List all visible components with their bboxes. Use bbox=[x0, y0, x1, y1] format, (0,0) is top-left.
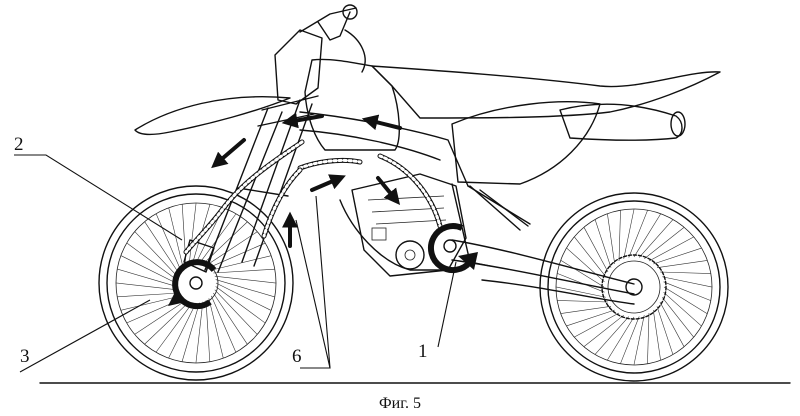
wheel-spoke bbox=[594, 316, 630, 355]
wheel-spoke bbox=[659, 271, 711, 274]
wheel-spoke bbox=[647, 312, 650, 364]
wheel-spoke bbox=[211, 255, 272, 271]
wheel-spoke bbox=[648, 236, 694, 262]
wheel-spoke bbox=[117, 292, 179, 298]
wheel-spoke bbox=[213, 268, 275, 274]
wheel-spoke bbox=[623, 208, 635, 259]
wheel-spoke bbox=[168, 207, 184, 268]
wheel-spoke bbox=[557, 273, 605, 293]
wheel-spoke bbox=[662, 276, 713, 288]
wheel-spoke bbox=[215, 286, 266, 324]
wheel-spoke bbox=[566, 247, 605, 283]
wheel-spoke bbox=[661, 297, 694, 338]
wheel-spoke bbox=[168, 302, 197, 359]
wheel-spoke bbox=[560, 259, 605, 288]
wheel-spoke bbox=[214, 289, 258, 335]
wheel-spoke bbox=[134, 231, 178, 277]
frame bbox=[299, 111, 531, 271]
front-rotation-arrow bbox=[168, 259, 217, 310]
wheel-spoke bbox=[557, 300, 609, 303]
wheel-spoke bbox=[594, 219, 612, 268]
label-1: 1 bbox=[418, 341, 428, 362]
wheel-spoke bbox=[659, 301, 685, 347]
wheel-spoke bbox=[606, 316, 635, 361]
wheel-spoke bbox=[195, 301, 204, 364]
wheel-spoke bbox=[652, 309, 661, 361]
rear-shock bbox=[469, 185, 529, 231]
leader-lines bbox=[14, 154, 457, 373]
flow-arrows bbox=[211, 112, 402, 248]
wheel-spoke bbox=[656, 260, 708, 269]
wheel-spoke bbox=[656, 306, 674, 355]
wheel-spoke bbox=[663, 281, 711, 301]
wheel-spoke bbox=[188, 202, 197, 265]
wheel-spoke bbox=[574, 236, 607, 277]
handlebar bbox=[299, 4, 366, 73]
label-2: 2 bbox=[14, 134, 24, 155]
engine-rotation-arrow bbox=[428, 223, 478, 274]
front-wheel bbox=[98, 185, 294, 381]
wheel-spoke bbox=[560, 305, 612, 314]
wheel-spoke bbox=[155, 302, 193, 353]
figure-caption: Фиг. 5 bbox=[379, 395, 421, 412]
side-panel bbox=[451, 101, 601, 185]
wheel-spoke bbox=[144, 221, 179, 274]
wheel-spoke bbox=[644, 227, 685, 260]
wheel-spoke bbox=[574, 312, 620, 338]
number-plate bbox=[274, 29, 323, 105]
wheel-spoke bbox=[583, 314, 624, 347]
wheel-spoke bbox=[620, 316, 640, 364]
wheel-spoke bbox=[213, 292, 248, 345]
wheel-spoke bbox=[208, 242, 266, 268]
wheel-spoke bbox=[607, 213, 616, 265]
wheel-spoke bbox=[618, 210, 621, 262]
wheel-spoke bbox=[555, 286, 606, 298]
wheel-spoke bbox=[155, 213, 181, 271]
wheel-spoke bbox=[181, 302, 200, 362]
wheel-spoke bbox=[633, 315, 645, 366]
rear-wheel bbox=[539, 192, 729, 382]
wheel-spoke bbox=[120, 295, 181, 311]
wheel-spoke bbox=[120, 255, 177, 284]
label-6: 6 bbox=[292, 346, 302, 367]
wheel-spoke bbox=[663, 291, 702, 327]
wheel-spoke bbox=[633, 213, 662, 258]
wheel-spoke bbox=[653, 247, 702, 265]
wheel-spoke bbox=[583, 227, 609, 273]
wheel-spoke bbox=[215, 282, 272, 311]
hydraulic-hoses bbox=[183, 139, 443, 255]
wheel-spoke bbox=[566, 309, 615, 327]
wheel-spoke bbox=[208, 298, 224, 359]
wheel-spoke bbox=[214, 275, 277, 284]
wheel-spoke bbox=[205, 300, 211, 362]
seat bbox=[371, 65, 721, 119]
wheel-spoke bbox=[628, 210, 648, 258]
rear-sprocket bbox=[601, 254, 667, 320]
muffler bbox=[559, 103, 683, 141]
swingarm bbox=[451, 239, 635, 305]
wheel-spoke bbox=[117, 268, 177, 287]
wheel-spoke bbox=[205, 231, 258, 266]
wheel-spoke bbox=[638, 219, 674, 258]
wheel-spoke bbox=[115, 282, 178, 291]
wheel-spoke bbox=[211, 295, 237, 353]
wheel-spoke bbox=[144, 301, 190, 345]
label-3: 3 bbox=[20, 346, 30, 367]
wheel-spoke bbox=[663, 286, 708, 315]
front-fender bbox=[134, 96, 291, 136]
wheel-spoke bbox=[126, 242, 177, 280]
wheel-spoke bbox=[134, 300, 187, 335]
wheel-spoke bbox=[215, 279, 275, 298]
front-fork bbox=[183, 95, 319, 273]
